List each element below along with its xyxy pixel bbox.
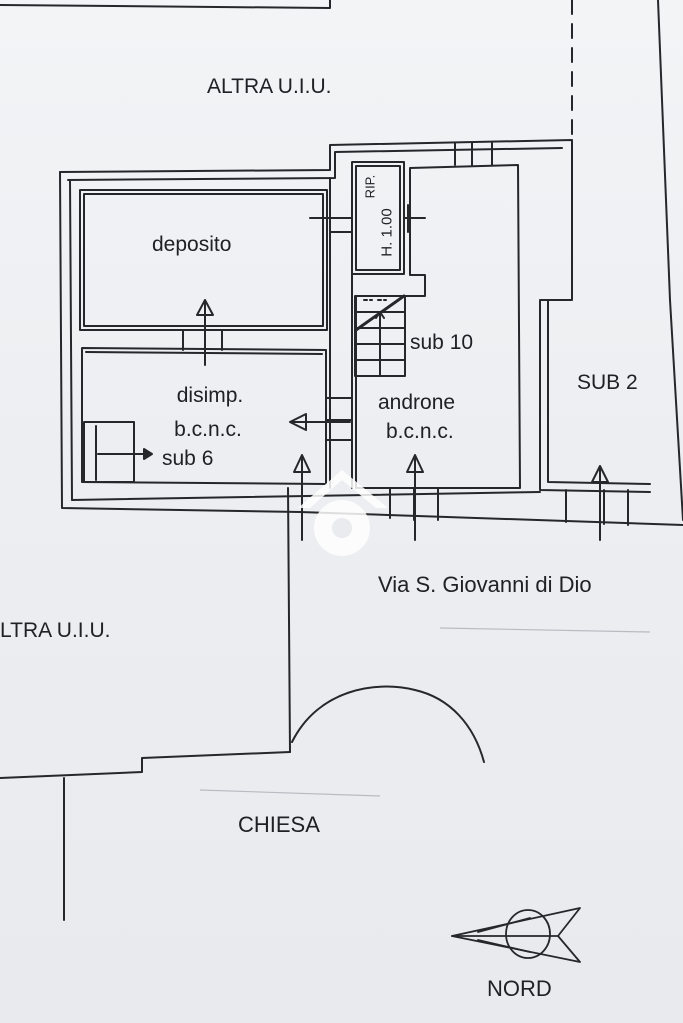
entry-arrows — [196, 299, 609, 541]
cupboard — [83, 421, 135, 483]
left-wall-inner — [69, 179, 73, 501]
label-bcnc-2: b.c.n.c. — [386, 420, 454, 443]
label-sub2: SUB 2 — [577, 371, 638, 394]
label-disimp: disimp. — [176, 384, 244, 407]
sub2-inner-wall — [547, 299, 651, 485]
label-sub10: sub 10 — [410, 331, 474, 354]
label-androne: androne — [378, 391, 456, 414]
bottom-wall-inner — [71, 491, 541, 501]
outer-wall — [59, 139, 651, 493]
stairs — [354, 294, 406, 377]
church-apse — [291, 685, 485, 763]
deposito-room — [79, 189, 328, 331]
top-neighbor-wall — [0, 0, 331, 9]
label-rip: RIP. — [362, 174, 378, 199]
label-altra-left: LTRA U.I.U. — [0, 619, 111, 642]
label-altra-top: ALTRA U.I.U. — [207, 75, 332, 98]
right-boundary-line — [657, 0, 683, 521]
label-nord: NORD — [487, 976, 552, 1001]
label-sub6: sub 6 — [162, 447, 214, 470]
label-street: Via S. Giovanni di Dio — [378, 572, 592, 597]
label-chiesa: CHIESA — [238, 812, 320, 837]
label-h-value: H. 1.00 — [378, 208, 396, 257]
house-logo-icon — [298, 470, 388, 556]
street-corner — [287, 487, 291, 753]
label-bcnc-1: b.c.n.c. — [174, 418, 242, 441]
north-arrow-icon — [451, 907, 581, 963]
label-deposito: deposito — [152, 233, 232, 256]
left-wall — [59, 171, 301, 513]
outer-wall-inner — [67, 147, 563, 181]
church-wall — [0, 751, 291, 779]
